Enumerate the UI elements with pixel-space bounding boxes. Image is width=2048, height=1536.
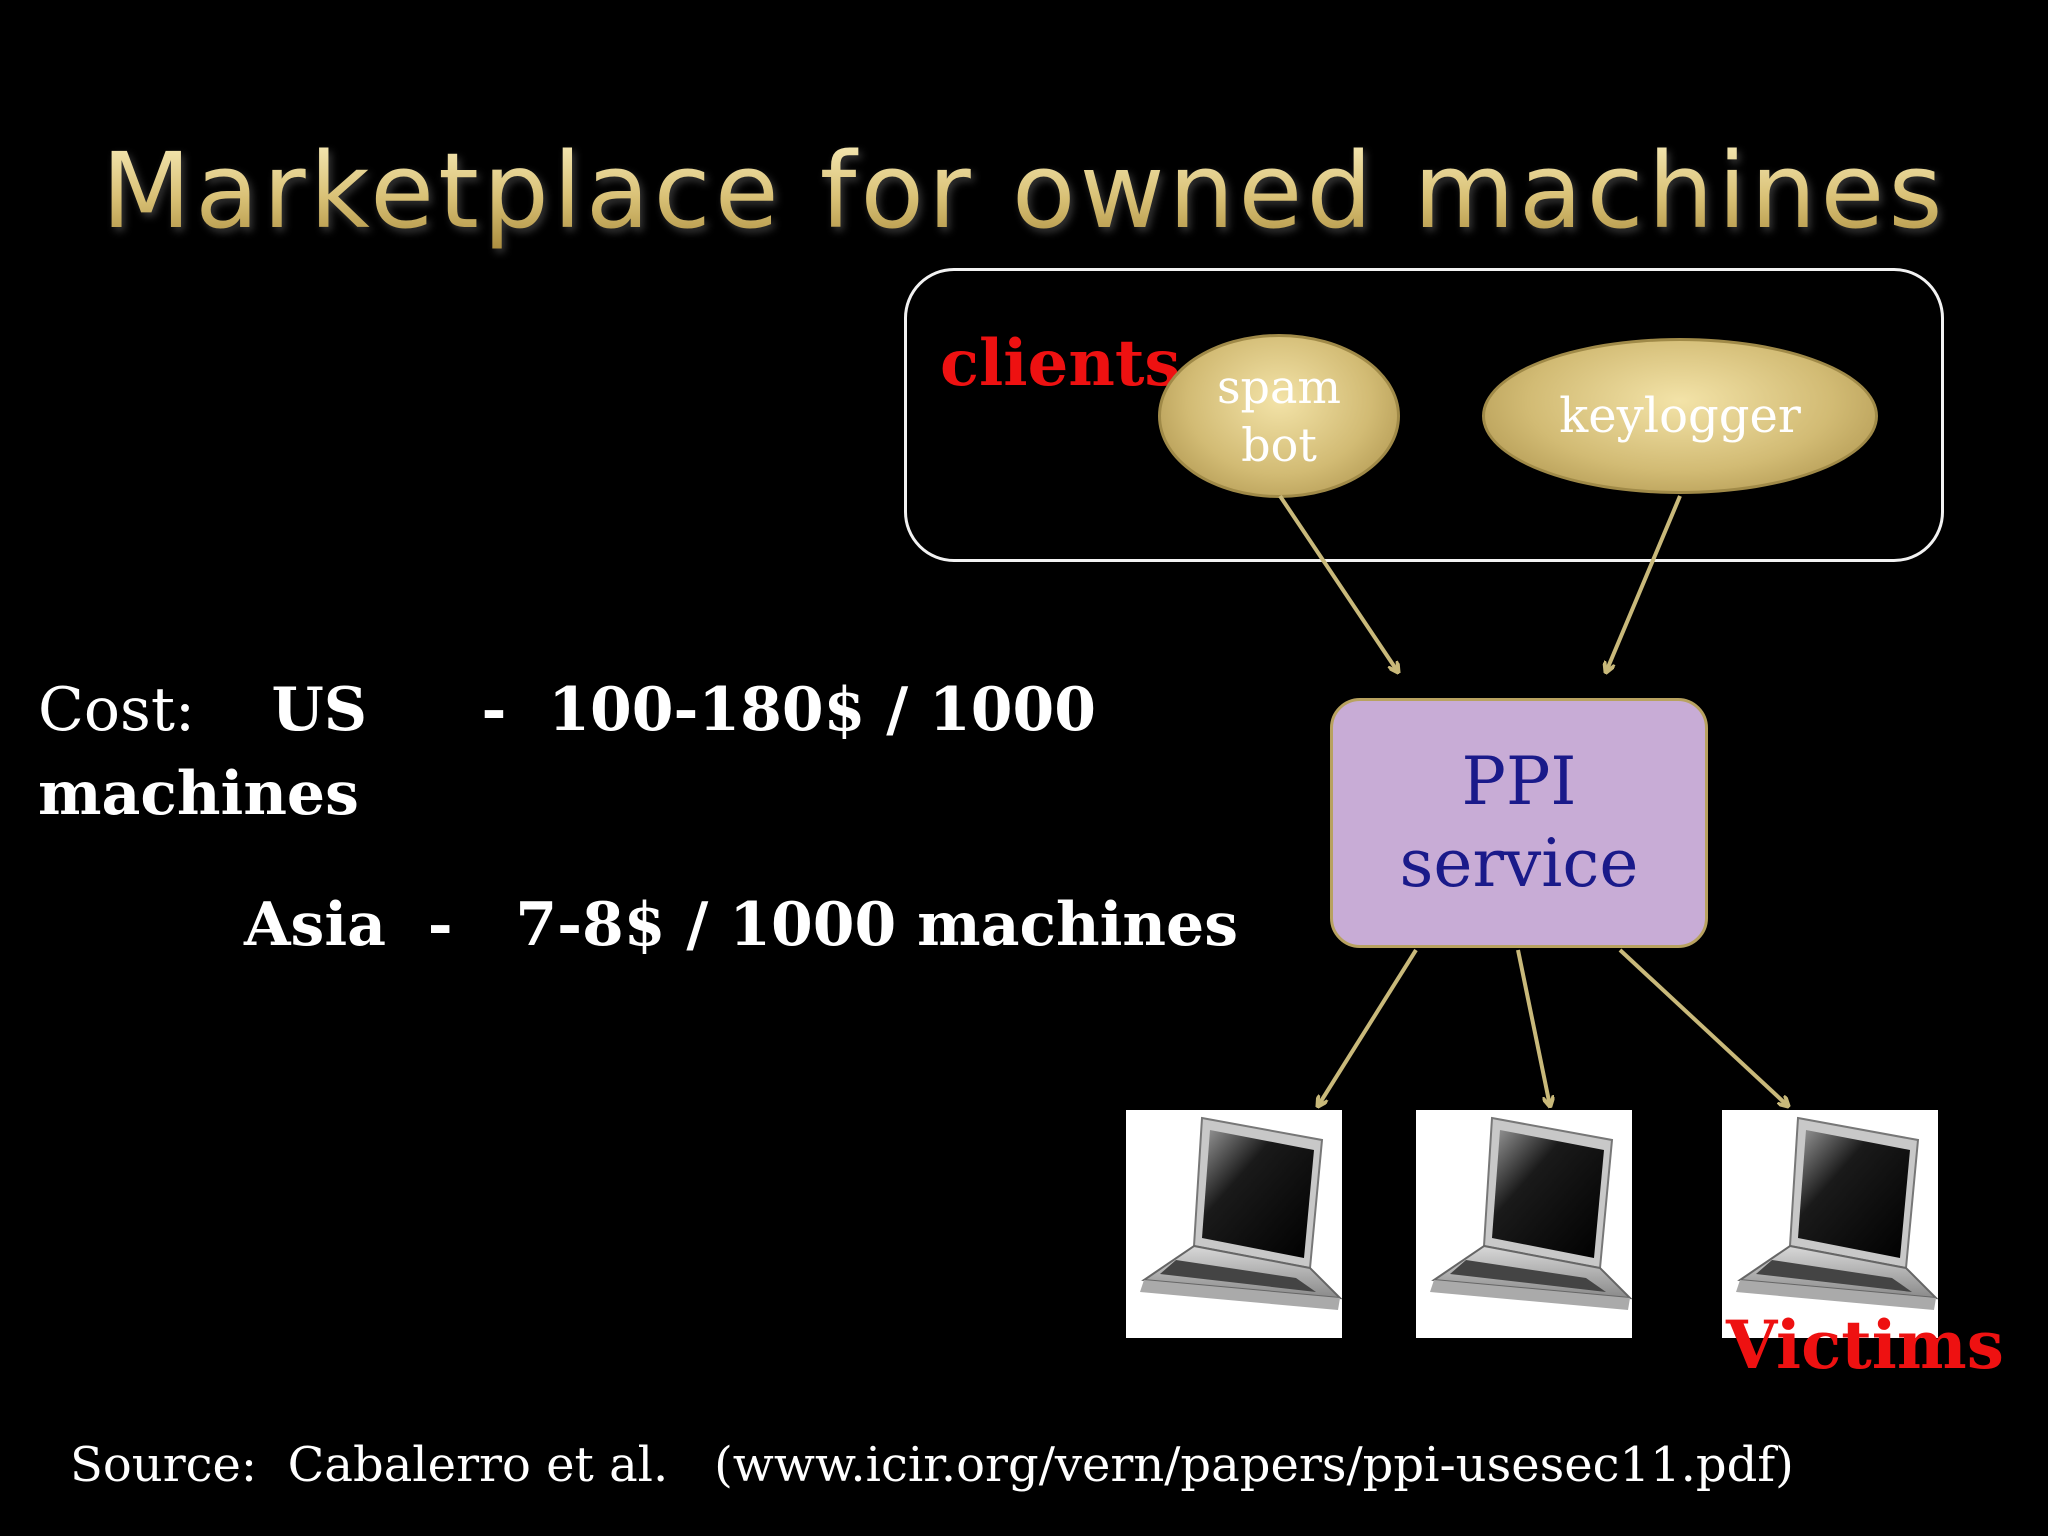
arrow-keylogger-to-ppi (1606, 495, 1682, 672)
cost-us-text: Cost: US - 100-180$ / 1000 machines (38, 668, 1096, 836)
cost-us-label: US (271, 675, 368, 745)
spam-bot-label-line2: bot (1241, 418, 1317, 472)
slide-title: Marketplace for owned machines (0, 130, 2048, 252)
cost-asia-value: - 7-8$ / 1000 machines (427, 890, 1238, 960)
victims-label: Victims (1726, 1306, 2004, 1384)
cost-prefix: Cost: (38, 675, 196, 745)
laptop-icon (1722, 1110, 1938, 1338)
arrow-spam-to-ppi (1278, 494, 1398, 672)
arrow-ppi-to-victim-1 (1318, 948, 1418, 1106)
clients-label: clients (940, 326, 1181, 401)
arrow-ppi-to-victim-2 (1516, 949, 1550, 1106)
laptop-icon (1126, 1110, 1342, 1338)
clients-group-box (904, 268, 1944, 562)
ppi-service-node: PPI service (1330, 698, 1708, 948)
arrow-ppi-to-victim-3 (1618, 948, 1788, 1106)
keylogger-label: keylogger (1559, 388, 1801, 444)
laptop-icon (1416, 1110, 1632, 1338)
source-citation: Source: Cabalerro et al. (www.icir.org/v… (70, 1437, 1794, 1493)
ppi-label-line1: PPI (1461, 743, 1577, 820)
cost-us-unit-wrap: machines (38, 759, 359, 829)
cost-asia-label: Asia (244, 890, 387, 960)
spam-bot-label-line1: spam (1216, 360, 1342, 414)
cost-asia-text: Asia - 7-8$ / 1000 machines (244, 890, 1238, 960)
spam-bot-node: spam bot (1158, 334, 1400, 498)
ppi-label-line2: service (1399, 825, 1639, 902)
cost-us-value: - 100-180$ / 1000 (481, 675, 1097, 745)
keylogger-node: keylogger (1482, 338, 1878, 494)
